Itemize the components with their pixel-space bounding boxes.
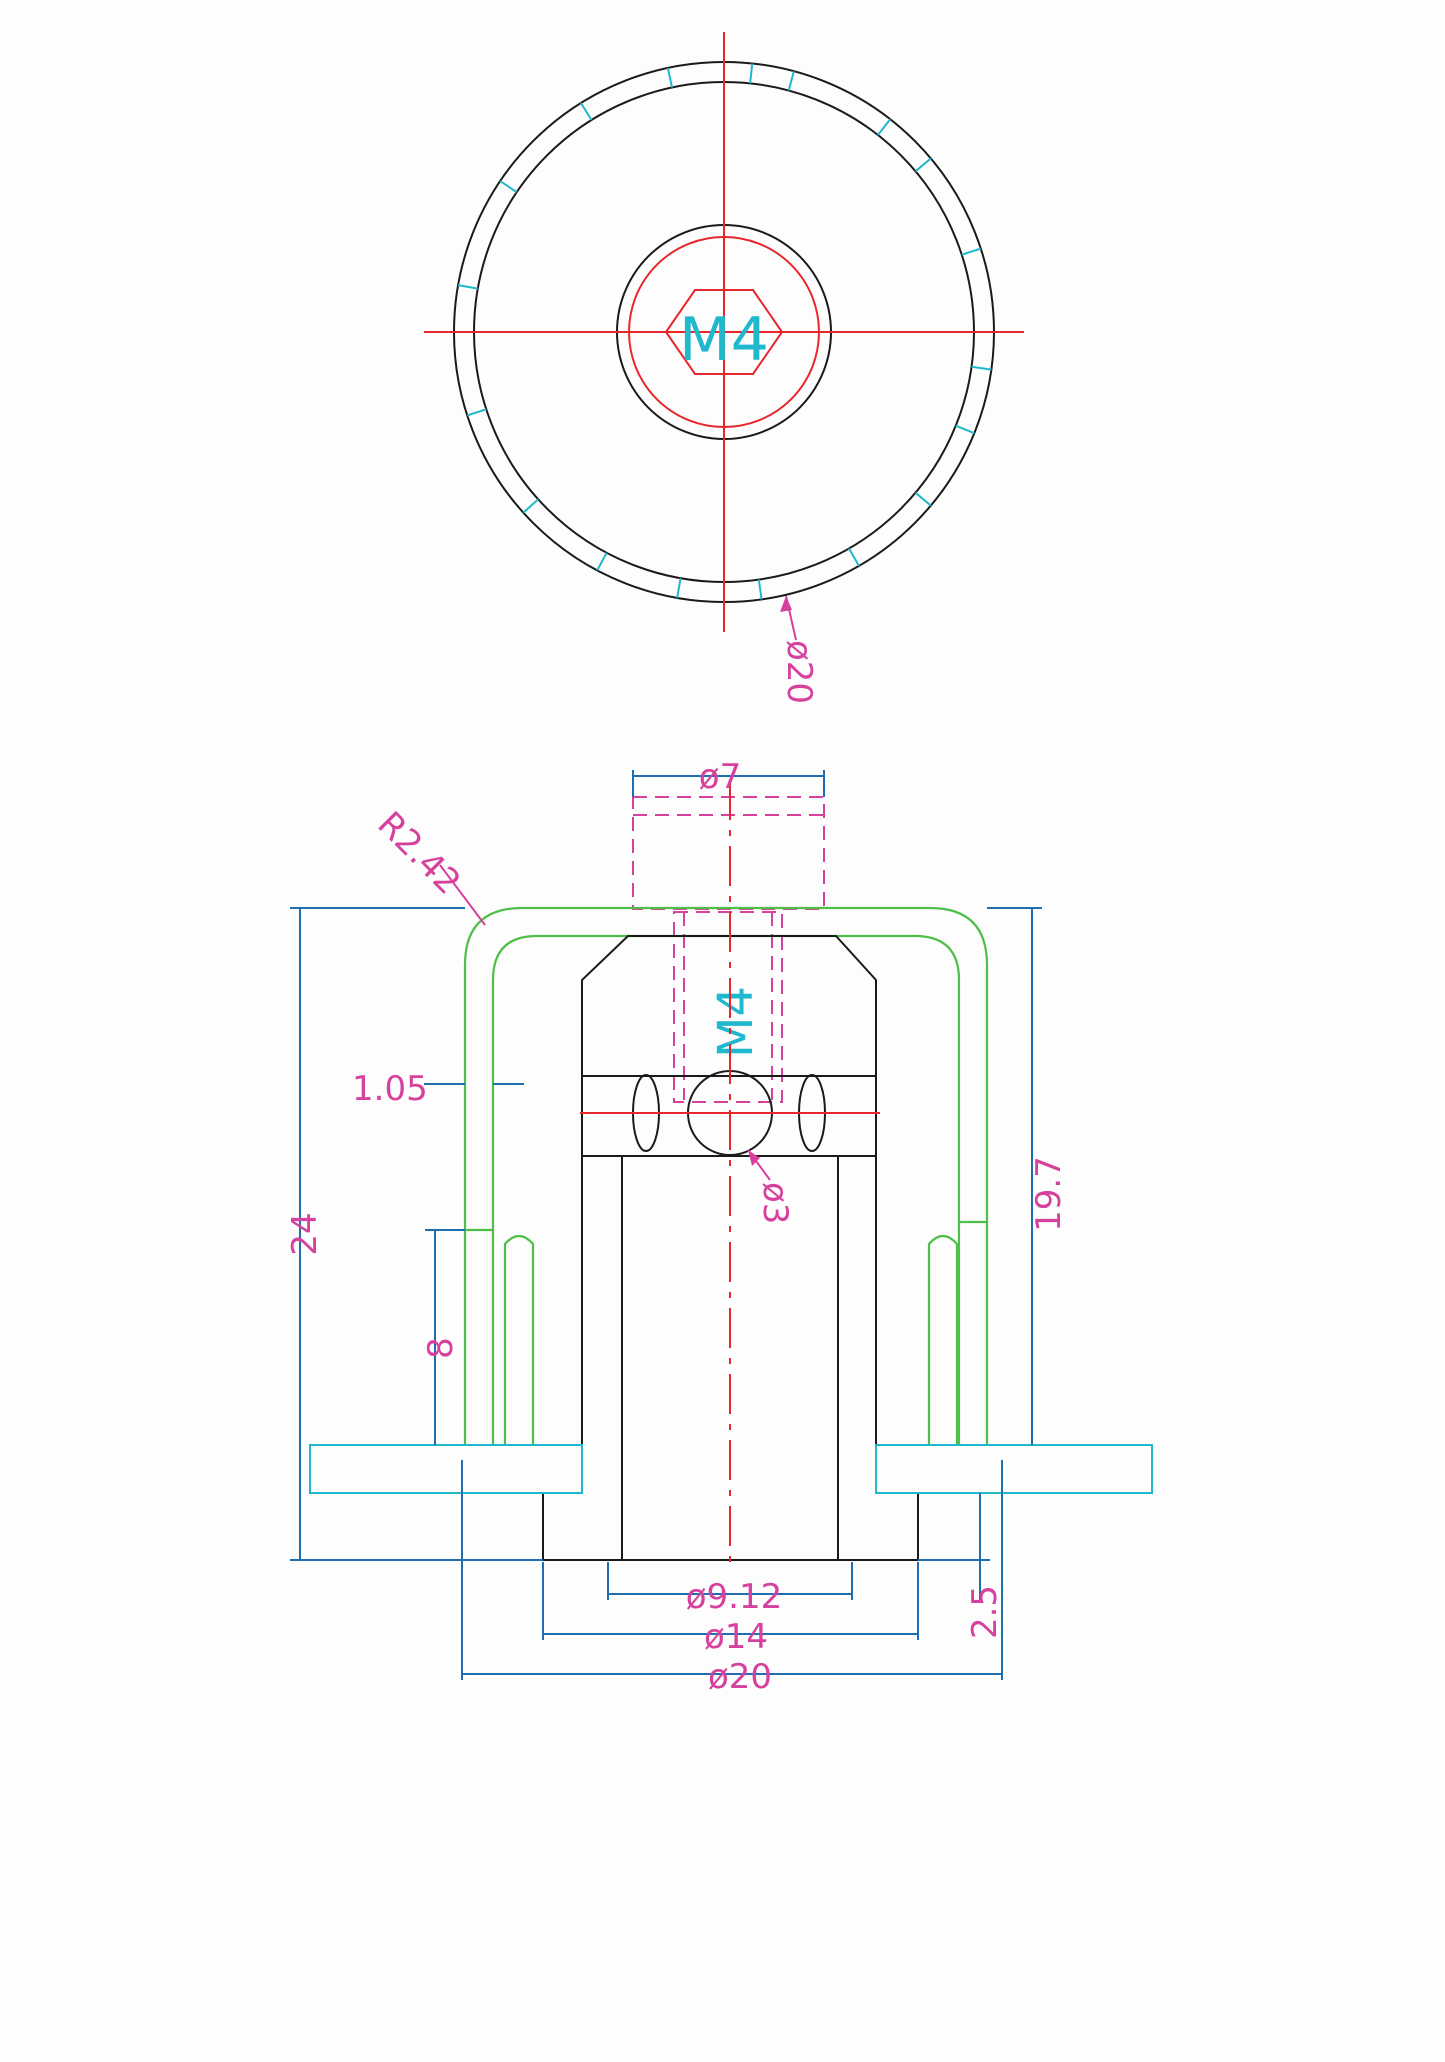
dim-14-label: ø14 xyxy=(704,1617,768,1657)
dim-20-label: ø20 xyxy=(708,1657,772,1697)
insert-outer xyxy=(463,906,989,1445)
ring-tick xyxy=(877,118,892,136)
dim-radius-label: R2.42 xyxy=(370,804,469,903)
ring-tick xyxy=(914,157,932,173)
dim-ball-label: ø3 xyxy=(755,1182,795,1224)
ring-tick xyxy=(961,247,982,256)
top-diameter-label: ø20 xyxy=(779,640,819,704)
ring-tick xyxy=(596,552,608,571)
dim-o7-label: ø7 xyxy=(699,757,741,797)
top-diameter-arrow xyxy=(780,596,792,612)
ring-tick xyxy=(749,63,754,84)
ring-tick xyxy=(522,498,539,514)
cap-outline xyxy=(632,796,825,910)
insert-slot-right xyxy=(927,1234,959,1445)
flange-right xyxy=(875,1444,1153,1494)
ring-tick xyxy=(666,67,674,88)
dim-8-label: 8 xyxy=(421,1337,461,1359)
ring-tick xyxy=(787,70,795,91)
ring-tick xyxy=(971,365,992,371)
dim-197-label: 19.7 xyxy=(1029,1156,1069,1232)
top-view: M4 ø20 xyxy=(424,32,1024,704)
dim-912-label: ø9.12 xyxy=(686,1577,783,1617)
ring-tick xyxy=(955,424,975,435)
ring-tick xyxy=(676,578,682,599)
ring-tick xyxy=(757,579,763,600)
ring-tick xyxy=(914,491,932,507)
ring-tick xyxy=(457,284,478,290)
ring-ticks xyxy=(457,63,992,600)
ring-tick xyxy=(466,408,487,417)
dim-25-label: 2.5 xyxy=(965,1585,1005,1639)
insert-slot-left xyxy=(503,1234,535,1445)
section-view: M4 ø7 R2.42 xyxy=(285,757,1153,1697)
body-outline xyxy=(581,935,877,1493)
ring-tick xyxy=(848,548,860,567)
screw-thread-label: M4 xyxy=(708,986,764,1058)
screw-outline xyxy=(673,911,783,1103)
flange-left xyxy=(309,1444,583,1494)
ring-tick xyxy=(499,180,518,194)
ring-tick xyxy=(580,102,593,121)
dim-ball-arrow xyxy=(748,1150,760,1166)
top-thread-label: M4 xyxy=(679,305,769,375)
dim-24-label: 24 xyxy=(285,1212,325,1255)
dim-wall-label: 1.05 xyxy=(352,1069,428,1109)
dim-radius-leader xyxy=(439,864,486,926)
